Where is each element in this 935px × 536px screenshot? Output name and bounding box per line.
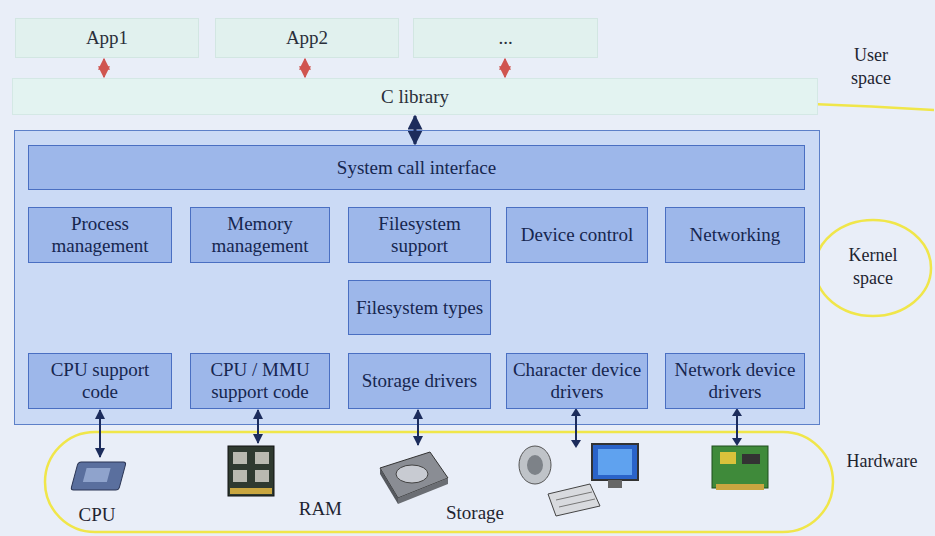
- hardware-item: Storage: [374, 446, 504, 524]
- ram-icon: [228, 446, 274, 496]
- arrow-head: [732, 438, 742, 446]
- kernel-subsystem: Process management: [28, 207, 172, 263]
- kernel-subsystem: Memory management: [190, 207, 330, 263]
- kernel-subsystem: Filesystem types: [348, 280, 491, 335]
- node-text: CPU support code: [33, 359, 167, 403]
- kernel-subsystem: Filesystem support: [348, 207, 491, 263]
- connector-arrow: [414, 116, 417, 144]
- node-text: System call interface: [337, 157, 496, 179]
- arrow-head: [571, 440, 581, 448]
- network-card-icon: [712, 446, 768, 490]
- node-text: App1: [86, 27, 128, 49]
- cpu-icon: [71, 462, 127, 490]
- annotation-circle: [45, 432, 833, 532]
- node-text: Filesystem support: [353, 213, 486, 257]
- app-box: ...: [413, 18, 598, 58]
- connector-arrow: [417, 410, 419, 445]
- kernel-subsystem: Networking: [665, 207, 805, 263]
- connector-arrow: [257, 410, 259, 443]
- region-label: Hardware: [836, 450, 928, 473]
- driver-box: Storage drivers: [348, 353, 491, 409]
- node-text: Storage drivers: [362, 370, 478, 392]
- hard-disk-icon: [380, 452, 448, 504]
- peripheral-icons: [519, 444, 638, 516]
- node-text: C library: [381, 86, 449, 108]
- connector-arrow: [504, 59, 506, 77]
- app-box: App2: [215, 18, 399, 58]
- node-text: CPU: [79, 504, 116, 526]
- arch-code-box: CPU support code: [28, 353, 172, 409]
- hardware-item: CPU: [62, 458, 132, 526]
- library-band: C library: [12, 78, 818, 115]
- node-text: ...: [498, 27, 512, 49]
- region-label: User space: [836, 44, 906, 89]
- kernel-subsystem: Device control: [506, 207, 648, 263]
- node-text: Device control: [521, 224, 633, 246]
- driver-box: Network device drivers: [665, 353, 805, 409]
- driver-box: Character device drivers: [506, 353, 648, 409]
- node-text: Network device drivers: [670, 359, 800, 403]
- hardware-item: RAM: [224, 444, 342, 520]
- interface-bar: System call interface: [28, 145, 805, 190]
- node-text: Networking: [690, 224, 781, 246]
- node-text: App2: [286, 27, 328, 49]
- arrow-head: [571, 408, 581, 416]
- node-text: Process management: [33, 213, 167, 257]
- node-text: Storage: [446, 502, 504, 524]
- node-text: RAM: [299, 498, 342, 520]
- connector-arrow: [103, 59, 105, 77]
- arrow-head: [732, 408, 742, 416]
- app-box: App1: [15, 18, 199, 58]
- node-text: Memory management: [195, 213, 325, 257]
- node-text: Character device drivers: [511, 359, 643, 403]
- annotation-circle: [815, 220, 931, 316]
- annotation-stroke: [812, 104, 934, 110]
- connector-arrow: [304, 59, 306, 77]
- connector-arrow: [99, 410, 101, 457]
- region-label: Kernel space: [834, 244, 912, 289]
- arch-code-box: CPU / MMU support code: [190, 353, 330, 409]
- node-text: CPU / MMU support code: [195, 359, 325, 403]
- node-text: Filesystem types: [356, 297, 483, 319]
